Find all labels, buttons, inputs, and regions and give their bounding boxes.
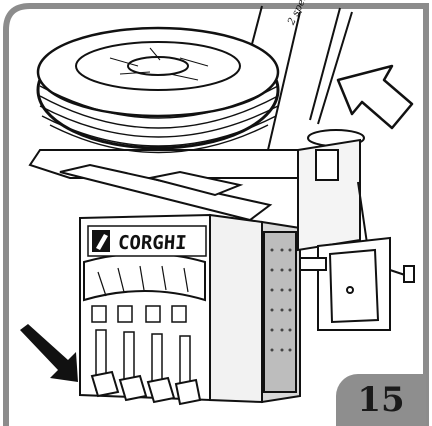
- machine-body: [79, 213, 301, 406]
- bead-breaker: [297, 138, 415, 331]
- turntable: [28, 129, 365, 222]
- brand-label: CORGHI: [117, 232, 188, 254]
- solid-arrow-icon: [20, 324, 78, 382]
- figure-number-badge: 15: [336, 374, 426, 426]
- figure-frame: [3, 3, 429, 426]
- outline-arrow-icon: [336, 64, 414, 130]
- tyre: [36, 26, 280, 154]
- corghi-logo-icon: [92, 230, 110, 252]
